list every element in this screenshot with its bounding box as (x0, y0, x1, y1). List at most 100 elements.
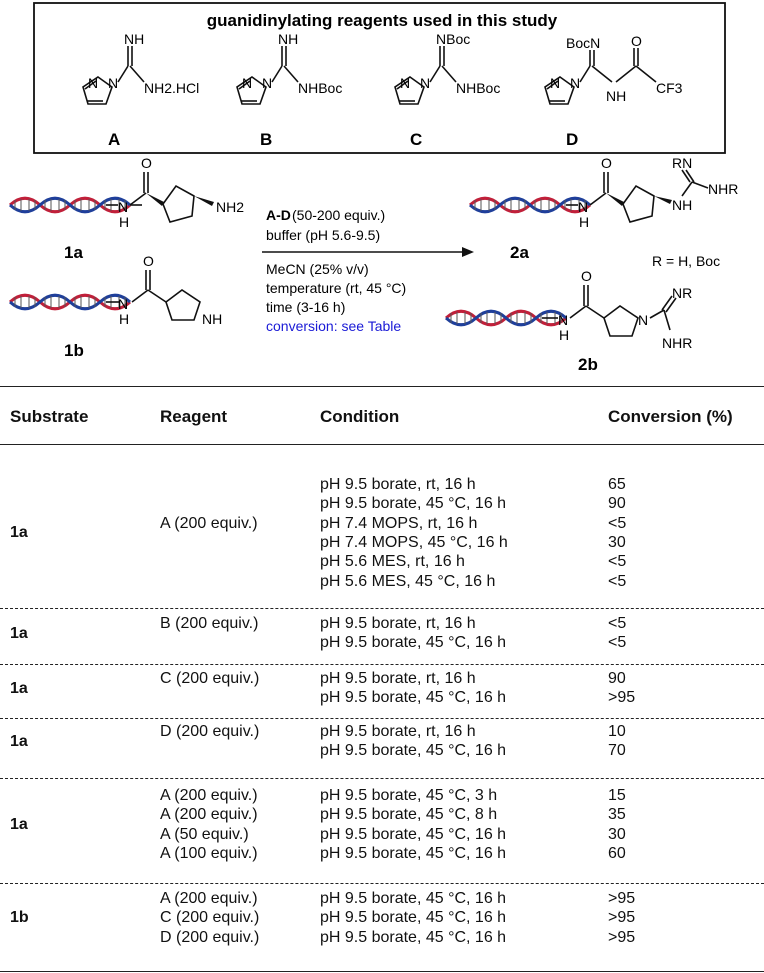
reagent-d-cf3: CF3 (656, 80, 683, 96)
reagent-d-label: D (566, 130, 578, 149)
product-2b-nhr: NHR (662, 335, 692, 351)
reagent-d-oxygen: O (631, 33, 642, 49)
reagent-cell: A (200 equiv.) (160, 890, 258, 907)
reagent-cell: A (200 equiv.) (160, 806, 258, 824)
conversion-cell: 70 (608, 742, 626, 760)
condition-cell: pH 9.5 borate, rt, 16 h (320, 723, 476, 740)
substrate-1b-ring-nh: NH (202, 311, 222, 327)
reagent-cell: D (200 equiv.) (160, 928, 260, 946)
conversion-cell: <5 (608, 615, 627, 632)
condition-cell: pH 7.4 MOPS, 45 °C, 16 h (320, 533, 508, 551)
group-divider (0, 608, 764, 609)
substrate-1a-amine: NH2 (216, 199, 244, 215)
product-2b-oxygen: O (581, 268, 592, 284)
conditions-solvent: MeCN (25% v/v) (266, 261, 369, 277)
conversion-cell: >95 (608, 909, 636, 927)
condition-cell: pH 9.5 borate, rt, 16 h (320, 670, 476, 687)
svg-text:N: N (550, 75, 560, 91)
condition-cell: pH 9.5 borate, 45 °C, 3 h (320, 787, 498, 804)
reagent-cell: A (100 equiv.) (160, 844, 258, 862)
substrate-1a-amide-n: N (118, 199, 128, 215)
substrate-1b-structure: N H O NH 1b (8, 253, 222, 360)
condition-cell: pH 5.6 MES, rt, 16 h (320, 553, 465, 571)
product-2b-ring-n: N (638, 312, 648, 328)
conversion-cell: 30 (608, 533, 626, 551)
conversion-cell: 90 (608, 670, 626, 687)
condition-cell: pH 9.5 borate, 45 °C, 16 h (320, 928, 507, 946)
reagent-c-label: C (410, 130, 422, 149)
substrate-1b-oxygen: O (143, 253, 154, 269)
conversion-cell: 90 (608, 495, 626, 513)
svg-text:N: N (242, 75, 252, 91)
product-2a-nh: NH (672, 197, 692, 213)
reagent-b-label: B (260, 130, 272, 149)
substrate-cell: 1a (10, 624, 28, 642)
reaction-scheme: guanidinylating reagents used in this st… (8, 2, 738, 374)
product-2b-label: 2b (578, 355, 598, 374)
box-title: guanidinylating reagents used in this st… (207, 11, 558, 30)
reagent-d-bocn: BocN (566, 35, 600, 51)
condition-cell: pH 9.5 borate, 45 °C, 16 h (320, 844, 507, 862)
conversion-cell: 60 (608, 844, 626, 862)
reagent-a-structure: N N NH NH2.HCl A (82, 31, 199, 149)
substrate-cell: 1a (10, 815, 28, 833)
condition-cell: pH 9.5 borate, 45 °C, 16 h (320, 825, 507, 843)
header-substrate: Substrate (10, 407, 89, 426)
reagent-cell: B (200 equiv.) (160, 615, 259, 632)
svg-text:N: N (262, 75, 272, 91)
reagent-cell: C (200 equiv.) (160, 909, 260, 927)
substrate-1b-amide-h: H (119, 311, 129, 327)
group-divider (0, 883, 764, 884)
conditions-time: time (3-16 h) (266, 299, 345, 315)
svg-text:N: N (420, 75, 430, 91)
conversion-cell: 35 (608, 806, 626, 824)
reagent-cell: C (200 equiv.) (160, 670, 260, 687)
product-2a-amide-n: N (578, 199, 588, 215)
substrate-cell: 1a (10, 524, 28, 542)
svg-text:N: N (88, 75, 98, 91)
group-divider (0, 778, 764, 779)
product-2b-structure: N H O N NR NHR 2b (444, 268, 692, 374)
condition-cell: pH 5.6 MES, 45 °C, 16 h (320, 572, 496, 590)
conditions-conversion: conversion: see Table (266, 318, 401, 334)
svg-text:N: N (108, 75, 118, 91)
product-2a-amide-h: H (579, 214, 589, 230)
svg-text:N: N (570, 75, 580, 91)
reagent-d-structure: N N BocN NH O CF3 D (544, 33, 683, 149)
product-2a-nhr: NHR (708, 181, 738, 197)
group-divider (0, 718, 764, 719)
substrate-1a-oxygen: O (141, 155, 152, 171)
conditions-buffer: buffer (pH 5.6-9.5) (266, 227, 380, 243)
reagent-b-structure: N N NH NHBoc B (236, 31, 342, 149)
svg-text:N: N (400, 75, 410, 91)
conversion-cell: <5 (608, 553, 627, 571)
condition-cell: pH 9.5 borate, 45 °C, 16 h (320, 890, 507, 907)
substrate-1b-amide-n: N (118, 296, 128, 312)
reagent-c-imine: NBoc (436, 31, 470, 47)
condition-cell: pH 9.5 borate, 45 °C, 16 h (320, 689, 507, 707)
condition-cell: pH 9.5 borate, 45 °C, 16 h (320, 495, 507, 513)
reagent-c-structure: N N NBoc NHBoc C (394, 31, 500, 149)
reagent-b-imine: NH (278, 31, 298, 47)
reagent-c-amine: NHBoc (456, 80, 500, 96)
product-2a-oxygen: O (601, 155, 612, 171)
conversion-cell: 65 (608, 476, 626, 493)
reagent-d-nh: NH (606, 88, 626, 104)
conditions-temperature: temperature (rt, 45 °C) (266, 280, 406, 296)
substrate-cell: 1a (10, 679, 28, 697)
condition-cell: pH 9.5 borate, rt, 16 h (320, 476, 476, 493)
header-conversion: Conversion (%) (608, 407, 733, 426)
conditions-reagents-rest: (50-200 equiv.) (292, 207, 385, 223)
substrate-cell: 1a (10, 732, 28, 750)
conversion-cell: 10 (608, 723, 626, 740)
conversion-cell: >95 (608, 928, 636, 946)
product-2a-label: 2a (510, 243, 529, 262)
reagent-cell: D (200 equiv.) (160, 723, 260, 740)
condition-cell: pH 9.5 borate, 45 °C, 8 h (320, 806, 498, 824)
conversion-cell: 15 (608, 787, 626, 804)
product-2a-structure: N H O NH RN NHR 2a (468, 155, 738, 262)
condition-cell: pH 9.5 borate, 45 °C, 16 h (320, 634, 507, 652)
substrate-1a-structure: N H O NH2 1a (8, 155, 244, 262)
product-2b-amide-h: H (559, 327, 569, 343)
group-divider (0, 664, 764, 665)
